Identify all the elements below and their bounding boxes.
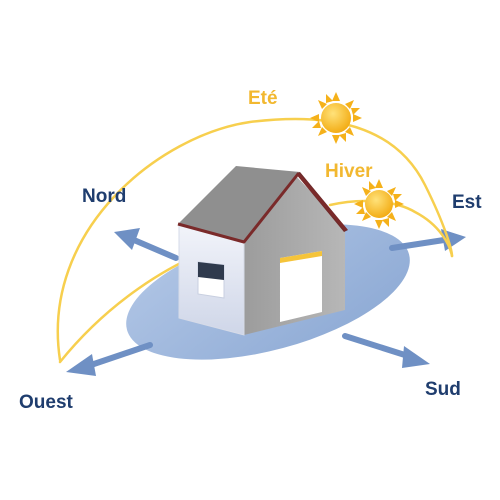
- label-ouest: Ouest: [19, 392, 73, 413]
- arrow-east-line: [389, 237, 447, 251]
- label-est: Est: [452, 192, 482, 213]
- label-hiver: Hiver: [325, 161, 373, 182]
- label-nord: Nord: [82, 186, 127, 207]
- arrow-north-head: [114, 228, 140, 250]
- house-garage-door: [280, 251, 322, 322]
- arrow-south-head: [402, 346, 430, 368]
- house-window-shutter: [198, 262, 224, 280]
- house-garage-trim: [280, 251, 322, 263]
- arrow-west-line: [85, 342, 153, 369]
- arrow-south-line: [342, 333, 411, 359]
- arrow-west-head: [66, 354, 96, 376]
- compass-arrows: [66, 228, 466, 376]
- house-roof-edge: [177, 172, 348, 244]
- sun-winter-icon: [354, 179, 404, 229]
- summer-sun-path: [56, 117, 454, 362]
- house-icon: [177, 166, 348, 336]
- label-sud: Sud: [425, 379, 461, 400]
- arrow-north-line: [131, 237, 179, 261]
- sun-summer-icon: [310, 92, 362, 144]
- label-ete: Eté: [248, 88, 278, 109]
- house-roof: [178, 166, 300, 242]
